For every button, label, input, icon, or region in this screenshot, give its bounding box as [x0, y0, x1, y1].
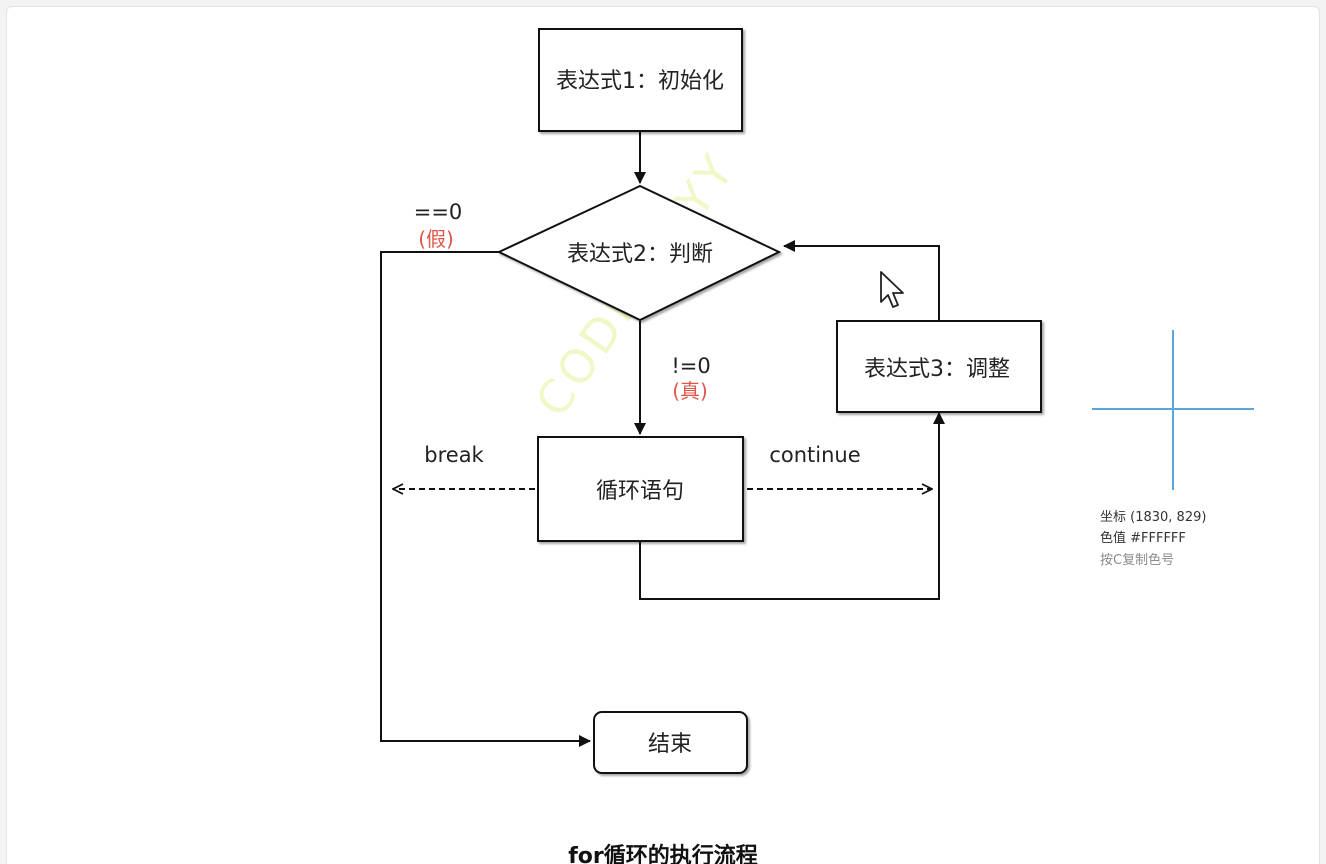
- node-init-label: 表达式1：初始化: [556, 69, 724, 94]
- color-value-readout: 色值 #FFFFFF: [1100, 531, 1186, 546]
- coordinate-readout: 坐标 (1830, 829): [1100, 510, 1207, 525]
- node-condition-label: 表达式2：判断: [567, 242, 713, 267]
- connectors: [380, 131, 945, 747]
- false-word-label: (假): [418, 227, 454, 251]
- node-update: 表达式3：调整: [836, 320, 1042, 413]
- true-word-label: (真): [672, 379, 708, 403]
- true-value-label: !=0: [671, 354, 710, 378]
- figure-caption: for循环的执行流程: [568, 844, 758, 864]
- node-end-label: 结束: [648, 732, 692, 757]
- crosshair-vertical: [1172, 330, 1174, 490]
- copy-color-hint: 按C复制色号: [1100, 553, 1175, 568]
- false-value-label: ==0: [414, 200, 463, 224]
- node-update-label: 表达式3：调整: [864, 357, 1010, 382]
- node-condition: 表达式2：判断: [496, 184, 782, 322]
- continue-label: continue: [769, 443, 860, 467]
- break-label: break: [424, 443, 484, 467]
- crosshair-horizontal: [1092, 408, 1254, 410]
- color-picker-overlay: 坐标 (1830, 829) 色值 #FFFFFF 按C复制色号: [1092, 330, 1272, 570]
- node-end: 结束: [593, 711, 748, 774]
- node-body-label: 循环语句: [596, 479, 684, 504]
- mouse-cursor-icon: [880, 271, 904, 308]
- node-body: 循环语句: [537, 436, 744, 542]
- edge-condition-to-end: [380, 251, 591, 747]
- node-init: 表达式1：初始化: [538, 28, 743, 132]
- edge-body-to-update: [639, 412, 945, 600]
- edge-update-to-condition: [783, 240, 940, 320]
